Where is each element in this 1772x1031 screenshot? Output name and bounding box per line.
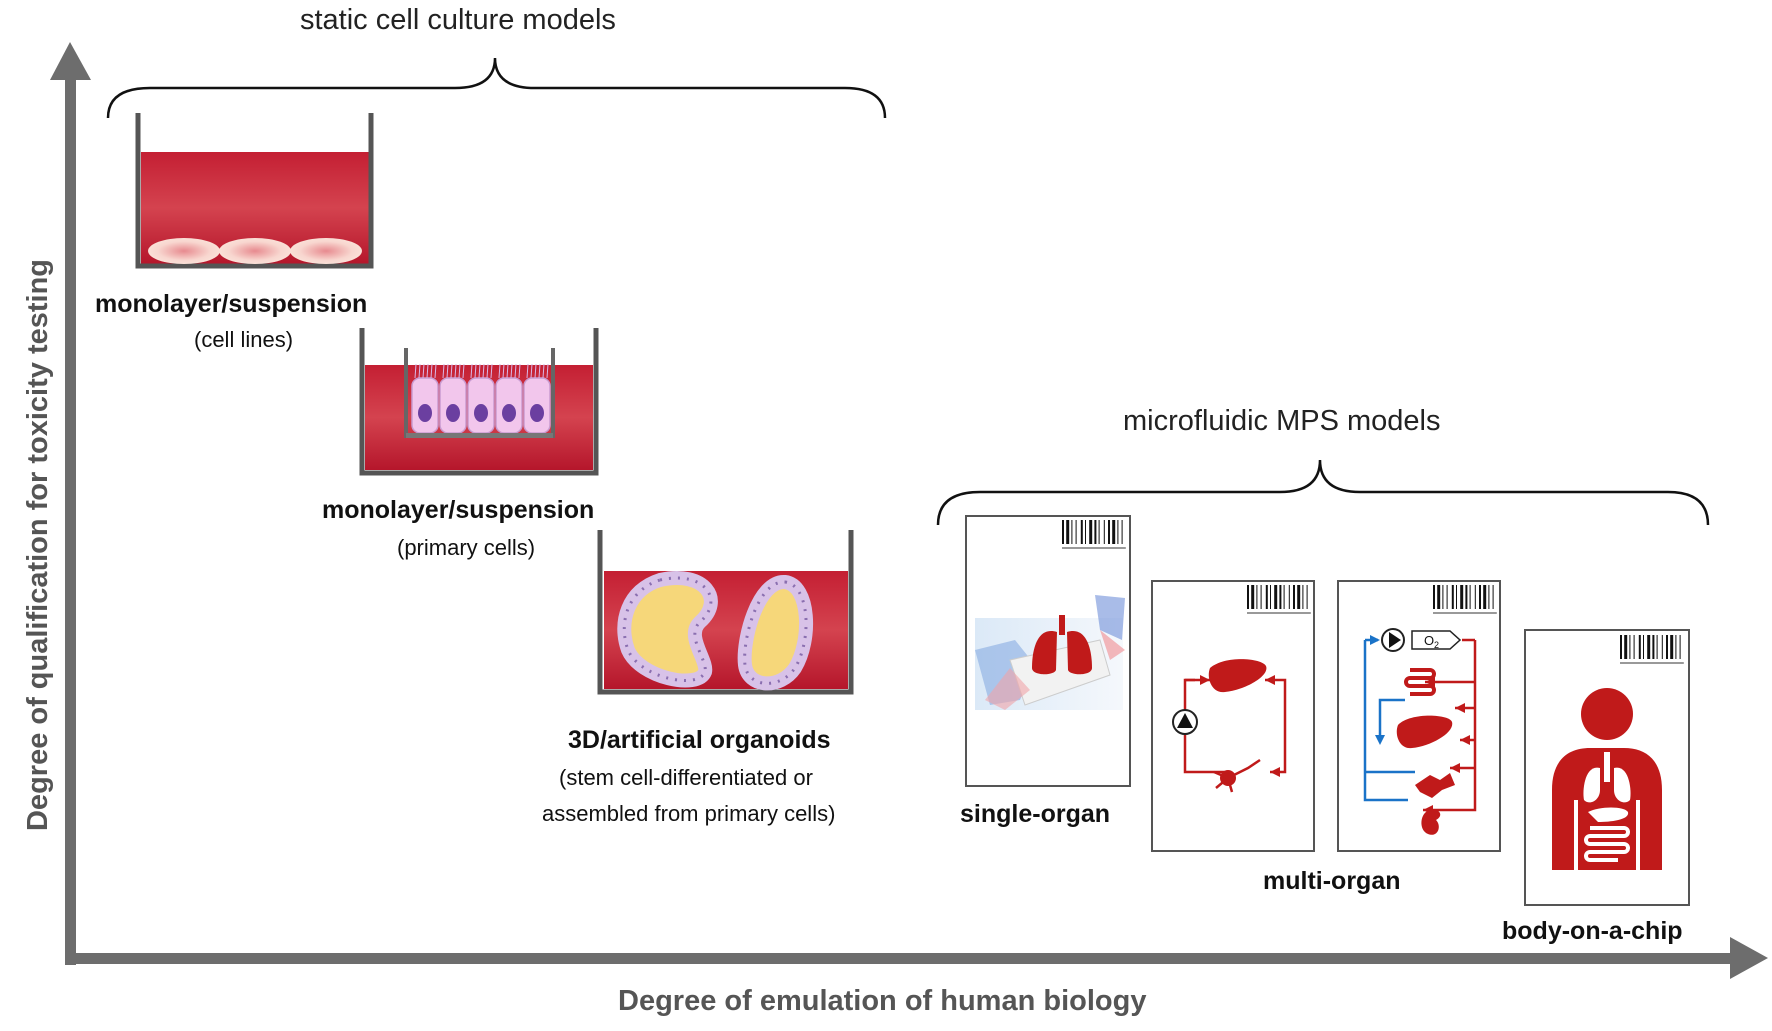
- cilia: [502, 363, 505, 379]
- static-models-brace: [106, 57, 887, 119]
- x-axis: [65, 937, 1768, 979]
- cell-lines-well: [135, 113, 374, 269]
- organoids-subtitle-line1: (stem cell-differentiated or: [559, 765, 813, 790]
- primary-cells-title: monolayer/suspension: [322, 496, 595, 524]
- organoid-kidney: [617, 571, 718, 688]
- cilia: [534, 363, 537, 379]
- static-models-title: static cell culture models: [300, 4, 616, 36]
- skin-icon: [1415, 773, 1455, 798]
- cilia: [514, 363, 517, 379]
- cilia: [414, 363, 417, 379]
- multi-organ-chip-2: O 2: [1337, 580, 1501, 852]
- mps-models-brace: [936, 459, 1710, 526]
- cilia: [450, 363, 453, 379]
- body-on-chip-label: body-on-a-chip: [1502, 917, 1683, 945]
- organoids-title: 3D/artificial organoids: [568, 726, 831, 754]
- cilia: [498, 363, 501, 379]
- body-on-chip: [1524, 629, 1690, 906]
- cell-lines-subtitle: (cell lines): [194, 327, 294, 352]
- cell-nucleus: [418, 404, 432, 422]
- oxygen-label: O: [1424, 633, 1434, 648]
- primary-cells-well: [359, 328, 599, 476]
- cilia: [526, 363, 529, 379]
- cilia: [490, 363, 493, 379]
- cilia: [478, 363, 481, 379]
- cell-nucleus: [502, 404, 516, 422]
- y-axis: [50, 42, 91, 965]
- cell-lines-title: monolayer/suspension: [95, 290, 368, 318]
- cell-nucleus: [446, 404, 460, 422]
- single-organ-chip: [965, 515, 1131, 787]
- barcode: [1062, 520, 1126, 549]
- cilia: [418, 363, 421, 379]
- organoid-well: [597, 530, 854, 695]
- cilia: [426, 363, 429, 379]
- mps-models-title: microfluidic MPS models: [1123, 405, 1441, 437]
- oxygenator-icon: [1411, 630, 1462, 650]
- kidney-icon: [1421, 809, 1441, 835]
- barcode: [1433, 585, 1497, 614]
- cilia: [546, 363, 549, 379]
- oxygen-subscript: 2: [1434, 640, 1439, 650]
- cilia: [538, 363, 541, 379]
- cilia: [506, 363, 509, 379]
- barcode: [1620, 635, 1684, 664]
- cilia: [422, 363, 425, 379]
- liver-icon: [1396, 715, 1453, 749]
- x-axis-title: Degree of emulation of human biology: [618, 985, 1147, 1017]
- intestine-icon: [1404, 668, 1436, 696]
- cilia: [510, 363, 513, 379]
- cilia: [482, 363, 485, 379]
- cell-nucleus: [474, 404, 488, 422]
- cilia: [458, 363, 461, 379]
- cilia: [542, 363, 545, 379]
- cilia: [446, 363, 449, 379]
- cilia: [462, 363, 465, 379]
- adherent-cell: [290, 238, 362, 264]
- cilia: [430, 363, 433, 379]
- cilia: [474, 363, 477, 379]
- cell-nucleus: [530, 404, 544, 422]
- cilia: [442, 363, 445, 379]
- y-axis-title: Degree of qualification for toxicity tes…: [22, 258, 54, 832]
- cilia: [486, 363, 489, 379]
- adherent-cell: [148, 238, 220, 264]
- y-axis-arrowhead: [50, 42, 91, 80]
- x-axis-arrowhead: [1730, 937, 1768, 979]
- cilia: [470, 363, 473, 379]
- organoids-subtitle-line2: assembled from primary cells): [542, 801, 836, 826]
- primary-cells-subtitle: (primary cells): [397, 535, 536, 560]
- cilia: [434, 363, 437, 379]
- lung-icon: [1032, 615, 1092, 675]
- cilia: [454, 363, 457, 379]
- multi-organ-chip-1: [1151, 580, 1315, 852]
- human-body-icon: [1552, 688, 1662, 870]
- cilia: [530, 363, 533, 379]
- liver-icon: [1208, 659, 1267, 693]
- adherent-cell: [219, 238, 291, 264]
- organoid-oval: [737, 575, 814, 691]
- neuron-icon: [1213, 758, 1261, 793]
- single-organ-label: single-organ: [960, 800, 1111, 828]
- cilia: [518, 363, 521, 379]
- barcode: [1247, 585, 1311, 614]
- multi-organ-label: multi-organ: [1263, 867, 1401, 895]
